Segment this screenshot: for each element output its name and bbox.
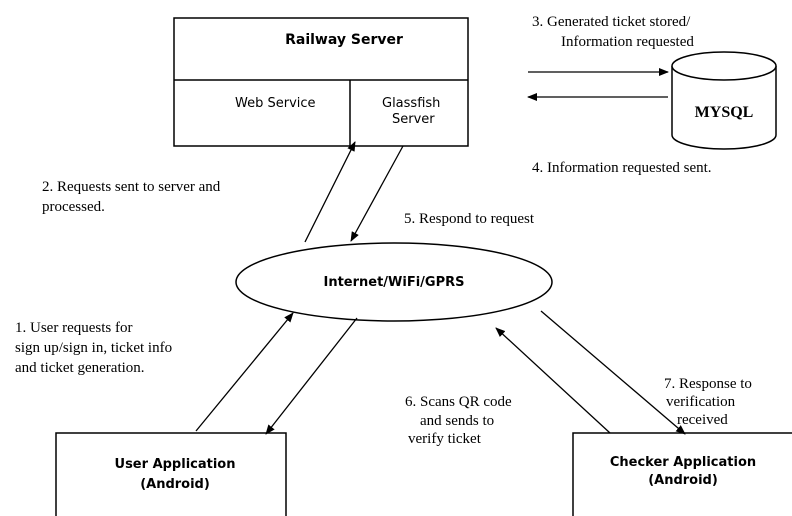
step-1-label: 1. User requests for sign up/sign in, ti… xyxy=(15,320,172,376)
step-3-label: 3. Generated ticket stored/ Information … xyxy=(532,14,694,50)
svg-text:and ticket generation.: and ticket generation. xyxy=(15,360,145,376)
railway-server-title: Railway Server xyxy=(285,32,403,48)
svg-text:processed.: processed. xyxy=(42,199,105,215)
svg-text:verify ticket: verify ticket xyxy=(408,431,482,447)
checker-application-box: Checker Application (Android) xyxy=(572,432,792,516)
arrow-internet-to-user xyxy=(265,317,358,435)
svg-text:3. Generated ticket stored/: 3. Generated ticket stored/ xyxy=(532,14,691,30)
svg-text:received: received xyxy=(677,412,728,428)
checker-app-line2: (Android) xyxy=(648,473,718,488)
web-service-label: Web Service xyxy=(235,96,316,111)
user-app-line1: User Application xyxy=(115,457,236,472)
svg-text:Information requested: Information requested xyxy=(561,34,694,50)
svg-text:1. User requests for: 1. User requests for xyxy=(15,320,132,336)
step-5-label: 5. Respond to request xyxy=(404,211,535,227)
arrow-user-to-internet xyxy=(195,312,294,432)
checker-app-line1: Checker Application xyxy=(610,455,756,470)
svg-text:7. Response to: 7. Response to xyxy=(664,376,752,392)
step-2-label: 2. Requests sent to server and processed… xyxy=(42,179,221,215)
step-7-label: 7. Response to verification received xyxy=(664,376,752,428)
svg-text:4. Information requested sent.: 4. Information requested sent. xyxy=(532,160,712,176)
glassfish-label-line2: Server xyxy=(392,112,435,127)
mysql-label: MYSQL xyxy=(695,104,754,121)
arrow-internet-to-checker xyxy=(540,310,686,435)
user-application-box: User Application (Android) xyxy=(55,432,287,516)
step-4-label: 4. Information requested sent. xyxy=(532,160,712,176)
svg-text:5. Respond to request: 5. Respond to request xyxy=(404,211,535,227)
railway-server-box: Railway Server Web Service Glassfish Ser… xyxy=(173,17,469,147)
svg-text:6. Scans QR code: 6. Scans QR code xyxy=(405,394,512,410)
step-6-label: 6. Scans QR code and sends to verify tic… xyxy=(405,394,512,447)
svg-text:and sends to: and sends to xyxy=(420,413,494,429)
internet-node: Internet/WiFi/GPRS xyxy=(235,242,553,322)
svg-text:verification: verification xyxy=(666,394,736,410)
svg-text:sign up/sign in, ticket info: sign up/sign in, ticket info xyxy=(15,340,172,356)
arrow-server-to-internet xyxy=(350,145,404,242)
internet-label: Internet/WiFi/GPRS xyxy=(323,275,464,290)
arrow-checker-to-internet xyxy=(495,327,611,434)
glassfish-label-line1: Glassfish xyxy=(382,96,440,111)
arrow-internet-to-server xyxy=(304,141,356,243)
user-app-line2: (Android) xyxy=(140,477,210,492)
mysql-database: MYSQL xyxy=(671,51,777,150)
svg-text:2. Requests sent to server and: 2. Requests sent to server and xyxy=(42,179,221,195)
